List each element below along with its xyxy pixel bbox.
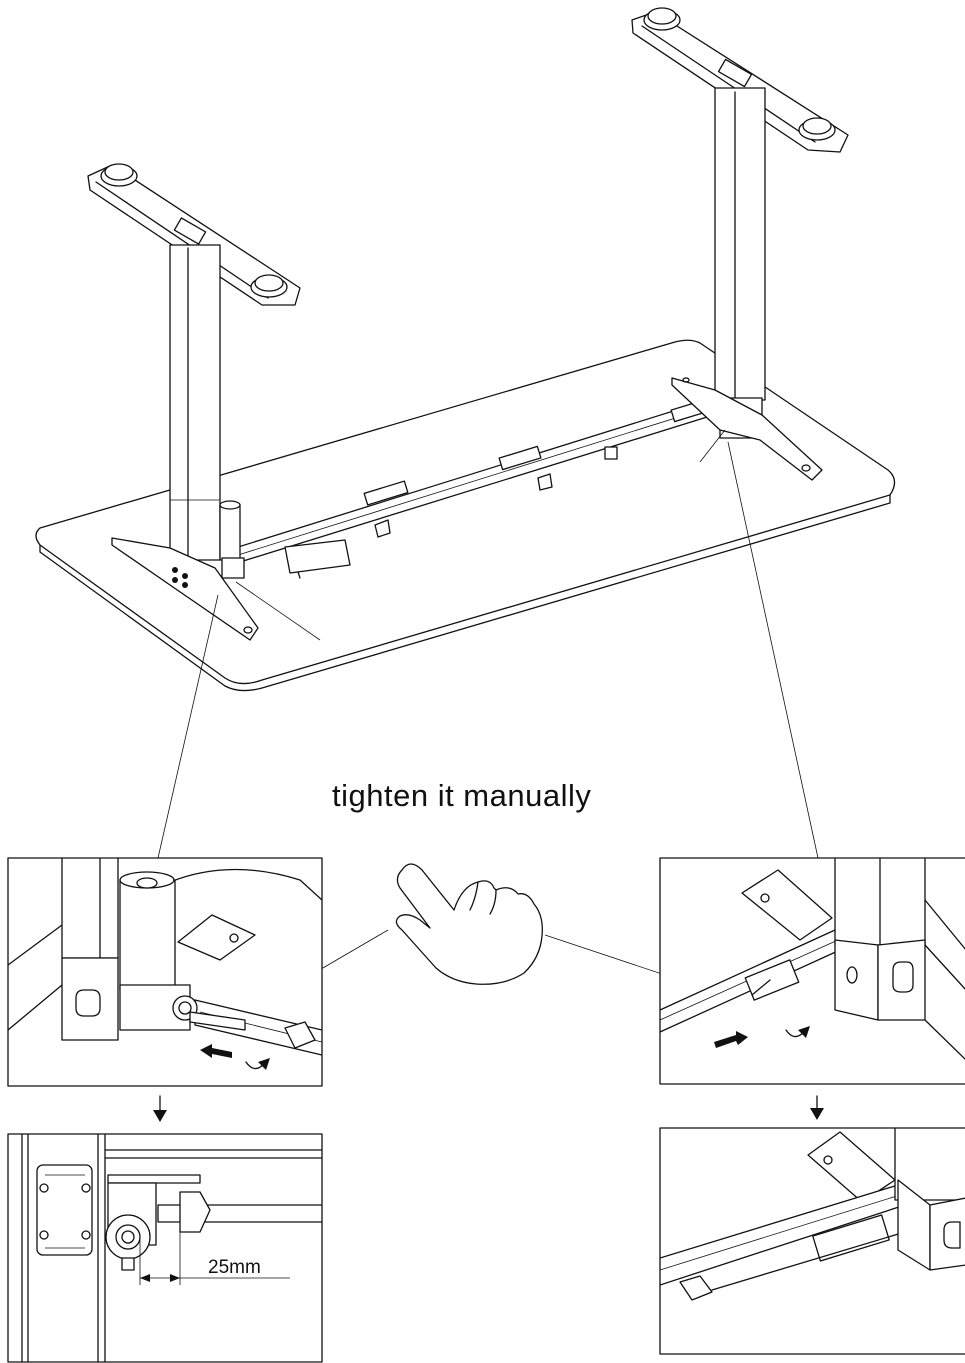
detail-panel-left-bottom: 25mm: [7, 1133, 323, 1363]
arrow-right-icon: [714, 1031, 748, 1048]
pointing-hand-icon: [395, 863, 543, 985]
arrow-down-icon: [153, 1095, 167, 1122]
detail-panel-left-top: [7, 857, 323, 1087]
instruction-caption: tighten it manually: [332, 778, 592, 813]
cross-beam: [234, 397, 721, 579]
dimension-label: 25mm: [208, 1257, 261, 1278]
arrow-left-icon: [200, 1044, 232, 1058]
left-leg: [87, 163, 301, 641]
detail-panel-right-bottom: [659, 1127, 965, 1355]
arrow-down-icon-right: [810, 1095, 824, 1120]
detail-panel-right-top: [659, 857, 965, 1085]
right-leg: [631, 7, 849, 481]
table-top: [35, 339, 896, 692]
